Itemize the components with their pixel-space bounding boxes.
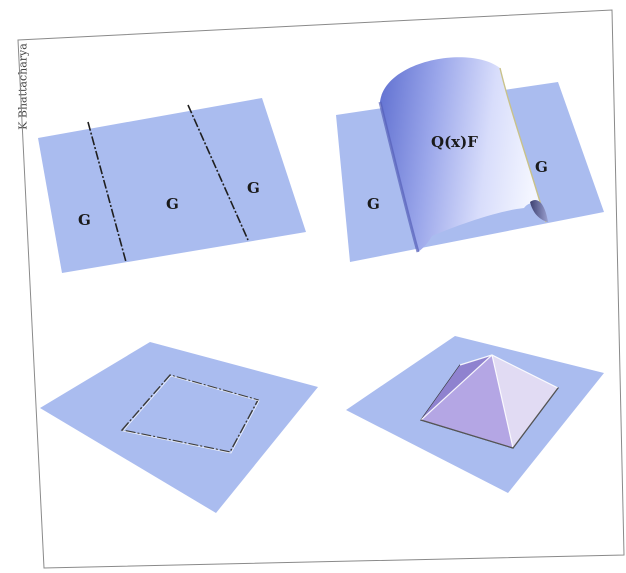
label-g-middle: G xyxy=(166,195,179,213)
plane xyxy=(38,98,306,273)
square-outline-highlight xyxy=(122,375,260,454)
cylinder-end-cap xyxy=(530,200,548,222)
label-g-right: G xyxy=(535,158,548,176)
plane xyxy=(40,342,318,513)
label-g-left: G xyxy=(78,211,91,229)
cylinder-left-edge xyxy=(378,101,420,253)
panel-bottom-left xyxy=(40,342,318,513)
panel-bottom-right xyxy=(346,336,604,493)
pyramid-edges xyxy=(420,354,559,449)
label-g-right: G xyxy=(247,179,260,197)
interface-line-left xyxy=(87,121,127,263)
cylinder-surface xyxy=(380,57,546,253)
panel-top-left: G G G xyxy=(38,98,306,273)
square-outline xyxy=(120,374,260,453)
pyramid-base-edge xyxy=(420,387,559,449)
cylinder-right-edge xyxy=(499,67,547,223)
panel-top-right: Q(x)F G G xyxy=(336,57,604,262)
label-g-left: G xyxy=(367,195,380,213)
pyramid-face-front xyxy=(421,355,513,448)
pyramid-face-right xyxy=(492,355,558,448)
page-frame xyxy=(17,9,625,569)
interface-line-right xyxy=(187,104,249,241)
label-qxf: Q(x)F xyxy=(431,133,478,151)
